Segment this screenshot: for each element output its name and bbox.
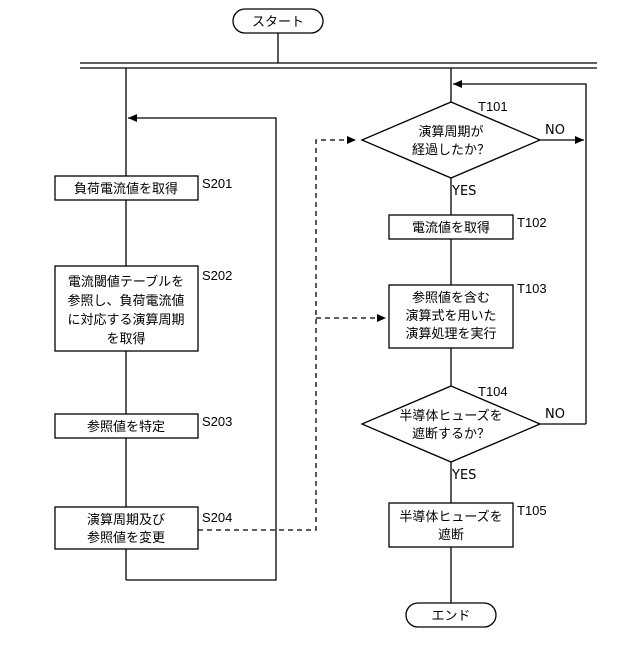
t101-id: T101 — [478, 99, 508, 114]
t104-line-1: 半導体ヒューズを — [399, 408, 502, 424]
s202-line-4: を取得 — [106, 331, 145, 347]
t101-line-1: 演算周期が — [418, 124, 483, 140]
t104-yes-label: YES — [451, 468, 476, 483]
t104-decision — [362, 386, 540, 462]
t102-text: 電流値を取得 — [412, 220, 490, 236]
t101-line-2: 経過したか？ — [412, 143, 490, 158]
t103-line-3: 演算処理を実行 — [405, 326, 496, 342]
s202-line-1: 電流閾値テーブルを — [68, 274, 184, 290]
t101-no-label: NO — [545, 123, 565, 138]
t105-line-1: 半導体ヒューズを — [399, 509, 502, 525]
t104-id: T104 — [478, 384, 508, 399]
t105-line-2: 遮断 — [438, 527, 464, 543]
t101-yes-label: YES — [451, 184, 476, 199]
s202-line-3: に対応する演算周期 — [67, 312, 184, 328]
t105-id: T105 — [517, 503, 547, 518]
s203-id: S203 — [202, 414, 232, 429]
t101-decision — [362, 102, 540, 178]
t104-line-2: 遮断するか？ — [412, 426, 490, 442]
s204-line-1: 演算周期及び — [87, 512, 165, 528]
t103-id: T103 — [517, 281, 547, 296]
t102-id: T102 — [517, 215, 547, 230]
s203-text: 参照値を特定 — [87, 419, 165, 435]
s204-line-2: 参照値を変更 — [87, 530, 165, 546]
s204-id: S204 — [202, 510, 232, 525]
s201-id: S201 — [202, 176, 232, 191]
s202-id: S202 — [202, 268, 232, 283]
s201-text: 負荷電流値を取得 — [74, 181, 178, 197]
s202-line-2: 参照し、負荷電流値 — [67, 293, 184, 309]
t103-line-2: 演算式を用いた — [405, 308, 496, 324]
start-label: スタート — [252, 15, 304, 30]
t103-line-1: 参照値を含む — [412, 290, 490, 306]
s204-to-t101-dashed-arrow — [198, 140, 356, 530]
t104-no-label: NO — [545, 407, 565, 422]
end-label: エンド — [431, 609, 470, 624]
